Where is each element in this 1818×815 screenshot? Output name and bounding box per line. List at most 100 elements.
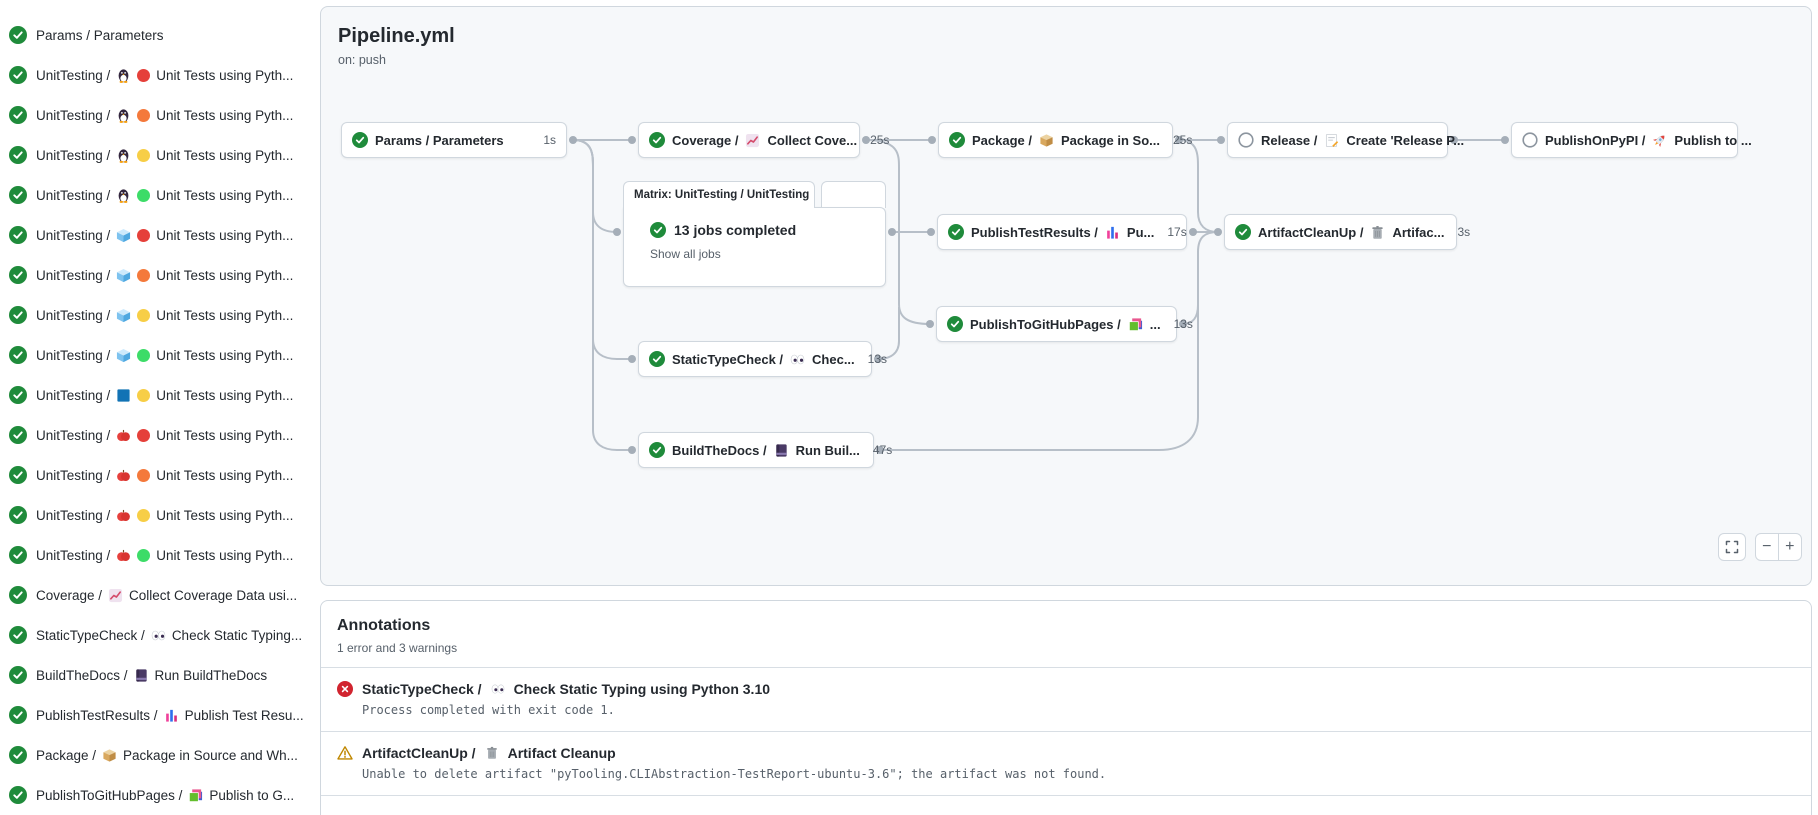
node-step: Artifac...	[1392, 224, 1445, 240]
fullscreen-button[interactable]	[1718, 533, 1746, 561]
sidebar-item-unittest[interactable]: UnitTesting / Unit Tests using Pyth...	[0, 535, 312, 575]
notebook-icon	[134, 668, 149, 683]
sidebar-item-unittest[interactable]: UnitTesting / Unit Tests using Pyth...	[0, 415, 312, 455]
sidebar-item-buildthedocs[interactable]: BuildTheDocs / Run BuildTheDocs	[0, 655, 312, 695]
sidebar-item-unittest[interactable]: UnitTesting / Unit Tests using Pyth...	[0, 175, 312, 215]
annotation-step: Artifact Cleanup	[507, 745, 616, 761]
annotation-warning-title[interactable]: ArtifactCleanUp / Artifact Cleanup	[337, 745, 1795, 761]
node-params[interactable]: Params / Parameters 1s	[341, 122, 567, 158]
success-icon	[9, 106, 27, 124]
sidebar-item-unittest[interactable]: UnitTesting / Unit Tests using Pyth...	[0, 375, 312, 415]
skipped-icon	[1238, 132, 1254, 148]
job-name: UnitTesting /	[36, 387, 111, 403]
annotation-step: Check Static Typing using Python 3.10	[513, 681, 771, 697]
success-icon	[1235, 224, 1251, 240]
fullscreen-icon	[1724, 539, 1740, 555]
job-step: Unit Tests using Pyth...	[156, 107, 294, 123]
job-name: UnitTesting /	[36, 147, 111, 163]
node-label: PublishOnPyPI /	[1545, 132, 1646, 148]
python-version-dot	[137, 268, 151, 282]
success-icon	[9, 746, 27, 764]
show-all-jobs-link[interactable]: Show all jobs	[650, 247, 721, 261]
sidebar-item-publishtogithubpages[interactable]: PublishToGitHubPages / Publish to G...	[0, 775, 312, 815]
matrix-tab-stub	[821, 181, 886, 208]
python-version-dot	[137, 108, 151, 122]
node-step: Package in So...	[1061, 132, 1160, 148]
success-icon	[9, 786, 27, 804]
eyes-icon	[151, 628, 166, 643]
sidebar-item-publishtestresults[interactable]: PublishTestResults / Publish Test Resu..…	[0, 695, 312, 735]
windows-icon	[116, 308, 131, 323]
success-icon	[649, 351, 665, 367]
node-label: PublishTestResults /	[971, 224, 1098, 240]
sidebar-item-unittest[interactable]: UnitTesting / Unit Tests using Pyth...	[0, 455, 312, 495]
sidebar-item-params[interactable]: Params / Parameters	[0, 15, 312, 55]
sidebar-item-unittest[interactable]: UnitTesting / Unit Tests using Pyth...	[0, 495, 312, 535]
node-artifactcleanup[interactable]: ArtifactCleanUp / Artifac... 3s	[1224, 214, 1470, 250]
node-statictypecheck[interactable]: StaticTypeCheck / Chec... 13s	[638, 341, 887, 377]
skipped-icon	[1522, 132, 1538, 148]
sidebar-item-package[interactable]: Package / Package in Source and Wh...	[0, 735, 312, 775]
node-publishtestresults[interactable]: PublishTestResults / Pu... 17s	[937, 214, 1187, 250]
annotation-message: Unable to delete artifact "pyTooling.CLI…	[362, 767, 1107, 781]
sidebar-item-unittest[interactable]: UnitTesting / Unit Tests using Pyth...	[0, 295, 312, 335]
success-icon	[948, 224, 964, 240]
node-release[interactable]: Release / Create 'Release P...	[1227, 122, 1464, 158]
sidebar-item-unittest[interactable]: UnitTesting / Unit Tests using Pyth...	[0, 135, 312, 175]
memo-icon	[1324, 133, 1339, 148]
success-icon	[9, 186, 27, 204]
job-step: Unit Tests using Pyth...	[156, 467, 294, 483]
success-icon	[9, 506, 27, 524]
sidebar-item-unittest[interactable]: UnitTesting / Unit Tests using Pyth...	[0, 215, 312, 255]
annotation-error: StaticTypeCheck / Check Static Typing us…	[321, 667, 1811, 731]
success-icon	[9, 226, 27, 244]
zoom-in-button[interactable]: +	[1785, 538, 1795, 555]
node-publishonpypi[interactable]: PublishOnPyPI / Publish to ...	[1511, 122, 1752, 158]
annotation-next-divider	[321, 795, 1811, 815]
warning-icon	[337, 745, 353, 761]
node-step: ...	[1149, 316, 1161, 332]
annotation-error-title[interactable]: StaticTypeCheck / Check Static Typing us…	[337, 681, 1795, 697]
job-step: Unit Tests using Pyth...	[156, 347, 294, 363]
windows-icon	[116, 228, 131, 243]
linux-icon	[116, 68, 131, 83]
matrix-summary: 13 jobs completed	[674, 222, 797, 238]
annotations-header: Annotations 1 error and 3 warnings	[321, 601, 1811, 667]
zoom-out-button[interactable]: −	[1756, 534, 1779, 560]
success-icon	[649, 132, 665, 148]
matrix-tab[interactable]: Matrix: UnitTesting / UnitTesting	[623, 181, 815, 208]
node-duration: 13s	[1173, 317, 1193, 331]
node-label: Coverage /	[672, 132, 739, 148]
macos-icon	[116, 508, 131, 523]
job-step: Unit Tests using Pyth...	[156, 67, 294, 83]
job-name: UnitTesting /	[36, 427, 111, 443]
job-name: UnitTesting /	[36, 227, 111, 243]
macos-icon	[116, 548, 131, 563]
error-icon	[337, 681, 353, 697]
node-buildthedocs[interactable]: BuildTheDocs / Run Buil... 47s	[638, 432, 892, 468]
sidebar-item-statictypecheck[interactable]: StaticTypeCheck / Check Static Typing...	[0, 615, 312, 655]
node-package[interactable]: Package / Package in So... 25s	[938, 122, 1192, 158]
layers-icon	[1128, 317, 1143, 332]
msys2-icon	[116, 388, 131, 403]
sidebar-item-coverage[interactable]: Coverage / Collect Coverage Data usi...	[0, 575, 312, 615]
success-icon	[9, 466, 27, 484]
sidebar-item-unittest[interactable]: UnitTesting / Unit Tests using Pyth...	[0, 335, 312, 375]
windows-icon	[116, 348, 131, 363]
python-version-dot	[137, 308, 151, 322]
node-duration: 13s	[867, 352, 888, 366]
sidebar-item-unittest[interactable]: UnitTesting / Unit Tests using Pyth...	[0, 255, 312, 295]
node-duration: 25s	[1173, 133, 1193, 147]
eyes-icon	[790, 352, 805, 367]
python-version-dot	[137, 388, 151, 402]
layers-icon	[188, 788, 203, 803]
job-step: Collect Coverage Data usi...	[129, 587, 298, 603]
sidebar-item-unittest[interactable]: UnitTesting / Unit Tests using Pyth...	[0, 95, 312, 135]
node-label: Package /	[972, 132, 1032, 148]
rocket-icon	[1652, 133, 1667, 148]
sidebar-item-unittest[interactable]: UnitTesting / Unit Tests using Pyth...	[0, 55, 312, 95]
job-name: Params / Parameters	[36, 27, 164, 43]
node-coverage[interactable]: Coverage / Collect Cove... 25s	[638, 122, 889, 158]
node-label: PublishToGitHubPages /	[970, 316, 1121, 332]
node-publishtogithubpages[interactable]: PublishToGitHubPages / ... 13s	[936, 306, 1193, 342]
